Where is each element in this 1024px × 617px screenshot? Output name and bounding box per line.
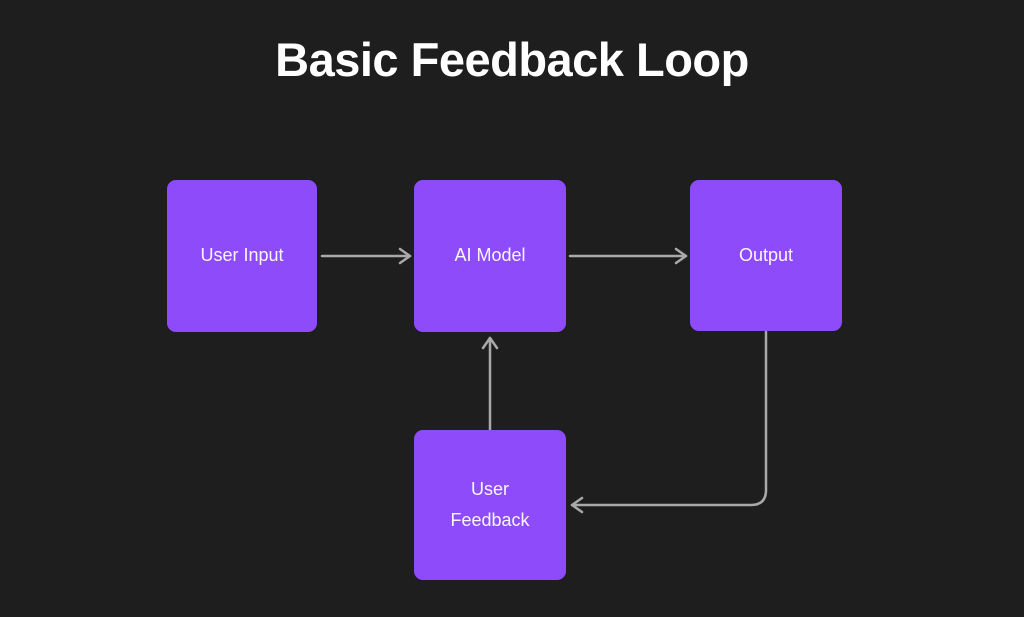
node-label: User Feedback bbox=[450, 478, 530, 531]
node-user-feedback: User Feedback bbox=[414, 430, 566, 580]
node-output: Output bbox=[690, 180, 842, 331]
edge-output-to-userfeedback bbox=[570, 330, 768, 514]
node-label: User Input bbox=[200, 245, 284, 266]
node-user-input: User Input bbox=[167, 180, 317, 332]
node-ai-model: AI Model bbox=[414, 180, 566, 332]
node-label: Output bbox=[738, 244, 794, 265]
diagram-title: Basic Feedback Loop bbox=[275, 33, 749, 86]
node-label: AI Model bbox=[454, 245, 526, 266]
